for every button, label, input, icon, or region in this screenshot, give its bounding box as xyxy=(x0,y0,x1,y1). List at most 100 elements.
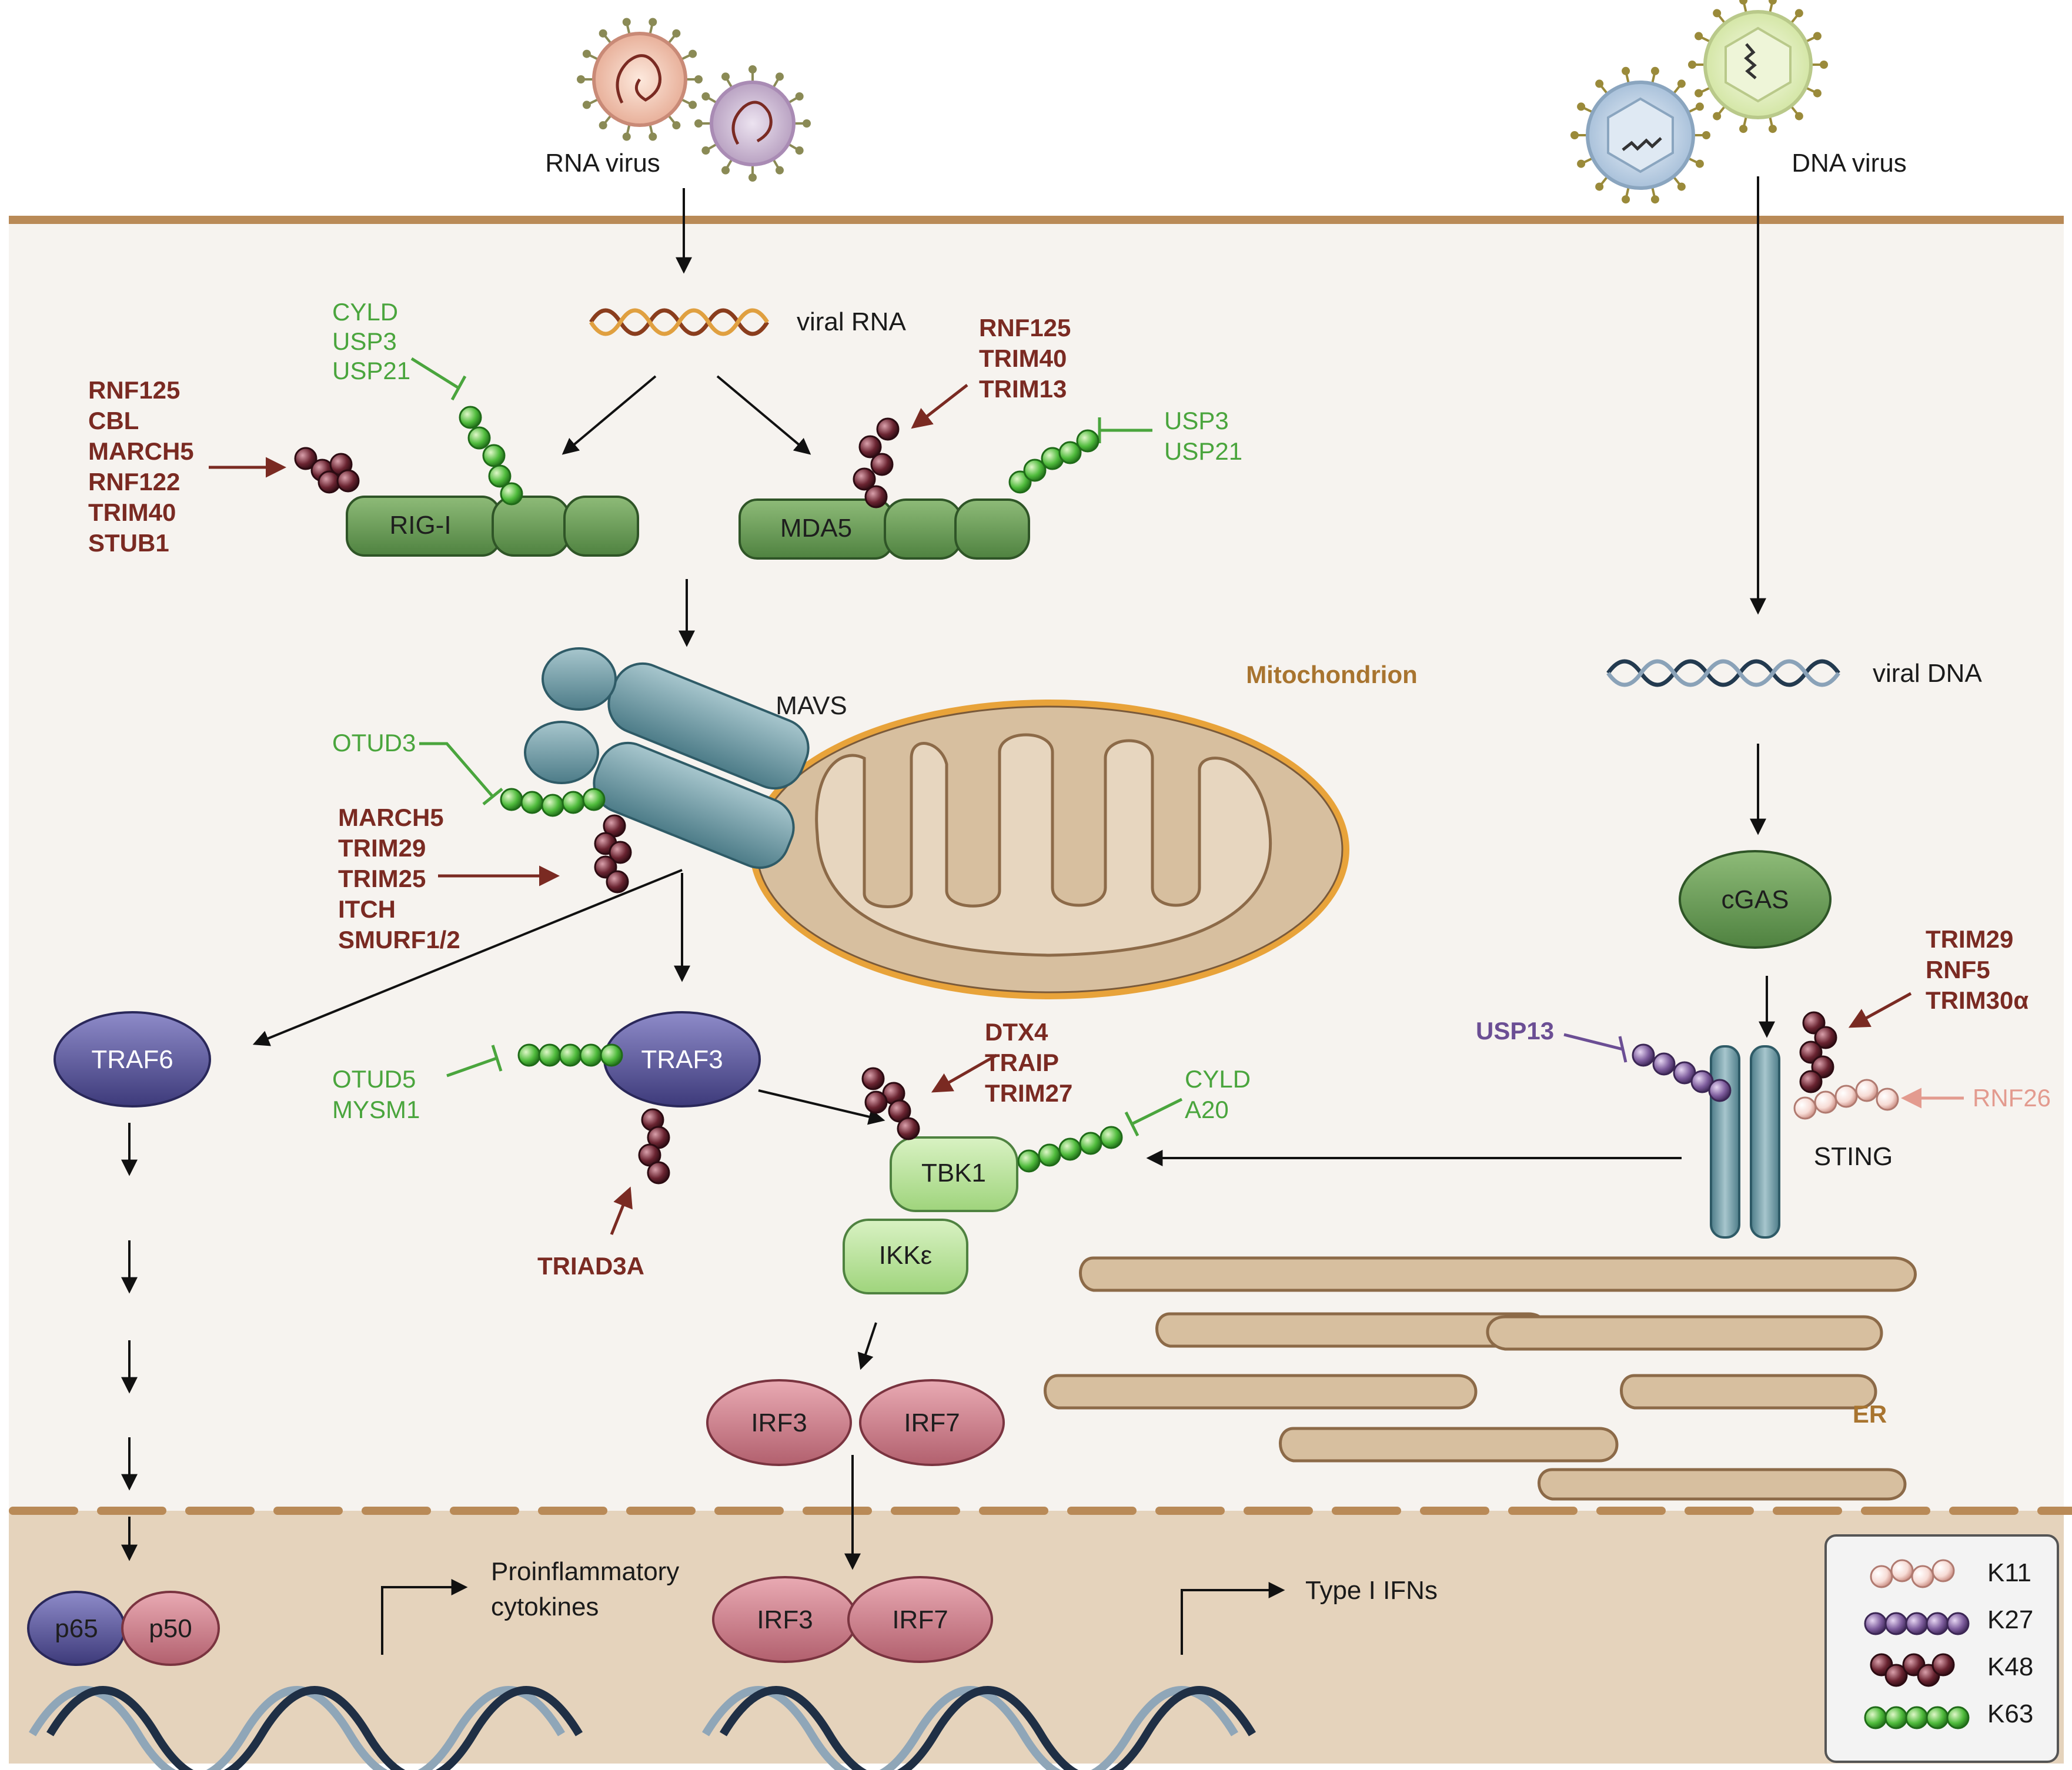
mavs-dub-0: OTUD3 xyxy=(332,729,416,757)
ubiquitin-k11-bead xyxy=(1834,1085,1858,1108)
legend-k63-bead xyxy=(1884,1706,1908,1729)
ubiquitin-k48-bead xyxy=(1814,1026,1837,1049)
ubiquitin-k48-bead xyxy=(336,469,360,493)
ubiquitin-k11-bead xyxy=(1793,1096,1817,1120)
ubiquitin-k11-bead xyxy=(1814,1090,1837,1114)
nuclear-pore-segment xyxy=(979,1507,1048,1515)
ubiquitin-k27-bead xyxy=(1652,1052,1676,1076)
rig-i-dub-labels: CYLD USP3 USP21 xyxy=(332,298,410,384)
ubiquitin-k48-bead xyxy=(609,841,632,864)
sting-protein xyxy=(1710,1045,1780,1239)
sting-e3-0: TRIM29 xyxy=(1926,925,2013,953)
nuclear-pore-segment xyxy=(362,1507,431,1515)
traf3-dub-0: OTUD5 xyxy=(332,1065,416,1093)
ubiquitin-k48-bead xyxy=(861,1067,885,1090)
ubiquitin-k11-bead xyxy=(1855,1079,1879,1102)
ubiquitin-k48-bead xyxy=(864,485,888,508)
ubiquitin-k63-bead xyxy=(459,406,482,429)
proinflammatory-label-line2: cytokines xyxy=(491,1592,599,1621)
mda5-e3-1: TRIM40 xyxy=(979,344,1067,372)
viral-dna-strand xyxy=(1606,659,1840,687)
dna-virus-green-icon xyxy=(1688,0,1828,133)
p50-label: p50 xyxy=(149,1614,192,1643)
proinflammatory-label-line1: Proinflammatory xyxy=(491,1557,679,1586)
ubiquitin-k48-bead xyxy=(853,467,876,491)
viral-rna-strand xyxy=(589,308,769,336)
mavs-e3-4: SMURF1/2 xyxy=(338,926,460,953)
traf6-protein xyxy=(54,1011,211,1107)
tbk1-dub-0: CYLD xyxy=(1185,1065,1251,1093)
nuclear-pore-segment xyxy=(1420,1507,1489,1515)
cgas-label: cGAS xyxy=(1722,885,1789,914)
ubiquitin-k11-bead xyxy=(1876,1088,1899,1111)
legend-k63-bead xyxy=(1864,1706,1887,1729)
sting-label: STING xyxy=(1814,1142,1893,1171)
nuclear-pore-segment xyxy=(1861,1507,1930,1515)
usp13-inhibition-line xyxy=(1563,1033,1627,1063)
ubiquitin-k48-bead xyxy=(864,1090,888,1114)
nuclear-pore-segment xyxy=(538,1507,607,1515)
tbk1-e3-0: DTX4 xyxy=(985,1018,1048,1046)
dub-inhibition-lines xyxy=(410,357,1183,1137)
mavs-label: MAVS xyxy=(776,691,847,720)
nuclear-dna-right xyxy=(701,1686,1256,1770)
dna-virus-label: DNA virus xyxy=(1792,149,1907,178)
ikke-label: IKKε xyxy=(879,1241,933,1270)
nuclear-pore-segment xyxy=(803,1507,872,1515)
mda5-dub-0: USP3 xyxy=(1164,407,1229,434)
traf3-dub-1: MYSM1 xyxy=(332,1096,420,1123)
rna-virus-label: RNA virus xyxy=(545,149,660,178)
rig-i-e3-4: TRIM40 xyxy=(88,498,176,526)
ubiquitin-k48-bead xyxy=(606,870,629,894)
legend-k27-bead xyxy=(1905,1612,1929,1635)
traf3-dub-labels: OTUD5 MYSM1 xyxy=(332,1065,420,1123)
mavs-e3-1: TRIM29 xyxy=(338,834,426,862)
sting-e3-2: TRIM30α xyxy=(1926,986,2028,1014)
ubiquitin-k48-bead xyxy=(1799,1070,1823,1093)
ubiquitin-k48-bead xyxy=(647,1161,670,1185)
ubiquitin-k63-bead xyxy=(582,788,606,811)
ubiquitin-k48-bead xyxy=(870,453,894,476)
ubiquitin-k63-bead xyxy=(559,1043,582,1067)
p50-protein xyxy=(121,1591,220,1666)
rig-i-e3-2: MARCH5 xyxy=(88,437,194,465)
cgas-protein xyxy=(1679,850,1832,949)
ubiquitin-k63-bead xyxy=(1017,1149,1041,1173)
viral-rna-label: viral RNA xyxy=(797,307,906,336)
nuclear-pore-segment xyxy=(2037,1507,2072,1515)
legend-label-k11: K11 xyxy=(1987,1558,2031,1587)
irf7-protein xyxy=(859,1379,1005,1466)
mavs-e3-3: ITCH xyxy=(338,895,396,923)
legend-k27-bead xyxy=(1884,1612,1908,1635)
legend-k63-bead xyxy=(1905,1706,1929,1729)
ubiquitin-k48-bead xyxy=(294,447,318,470)
tbk1-e3-1: TRAIP xyxy=(985,1049,1059,1076)
nuclear-pore-segment xyxy=(1508,1507,1578,1515)
nuclear-envelope xyxy=(9,1507,2072,1515)
sting-dub-usp13: USP13 xyxy=(1476,1017,1554,1045)
legend: K11 K27 K48 K63 xyxy=(1824,1534,2059,1763)
tbk1-e3-labels: DTX4 TRAIP TRIM27 xyxy=(985,1018,1072,1107)
mda5-dub-1: USP21 xyxy=(1164,437,1242,465)
sting-e3-labels: TRIM29 RNF5 TRIM30α xyxy=(1926,925,2028,1014)
sting-e3-1: RNF5 xyxy=(1926,956,1990,983)
ubiquitin-chains xyxy=(294,406,1899,1185)
ubiquitin-k63-bead xyxy=(541,794,564,817)
rna-virus-red-icon xyxy=(577,18,703,141)
ubiquitin-k48-bead xyxy=(897,1117,920,1140)
rna-virus-purple-icon xyxy=(694,65,811,182)
legend-k27-bead xyxy=(1946,1612,1970,1635)
legend-label-k48: K48 xyxy=(1987,1652,2033,1681)
legend-k63-bead xyxy=(1946,1706,1970,1729)
mitochondrion-label: Mitochondrion xyxy=(1246,661,1418,688)
ubiquitin-k63-bead xyxy=(1076,429,1100,453)
mavs-dub-labels: OTUD3 xyxy=(332,729,416,757)
mitochondrion xyxy=(750,700,1349,999)
ubiquitin-k63-bead xyxy=(482,444,506,467)
legend-k48-bead xyxy=(1931,1653,1955,1677)
nuclear-pore-segment xyxy=(1773,1507,1842,1515)
nuclear-pore-segment xyxy=(1244,1507,1313,1515)
nuclear-pore-segment xyxy=(1332,1507,1401,1515)
ubiquitin-k63-bead xyxy=(488,464,512,488)
nuclear-pore-segment xyxy=(9,1507,78,1515)
